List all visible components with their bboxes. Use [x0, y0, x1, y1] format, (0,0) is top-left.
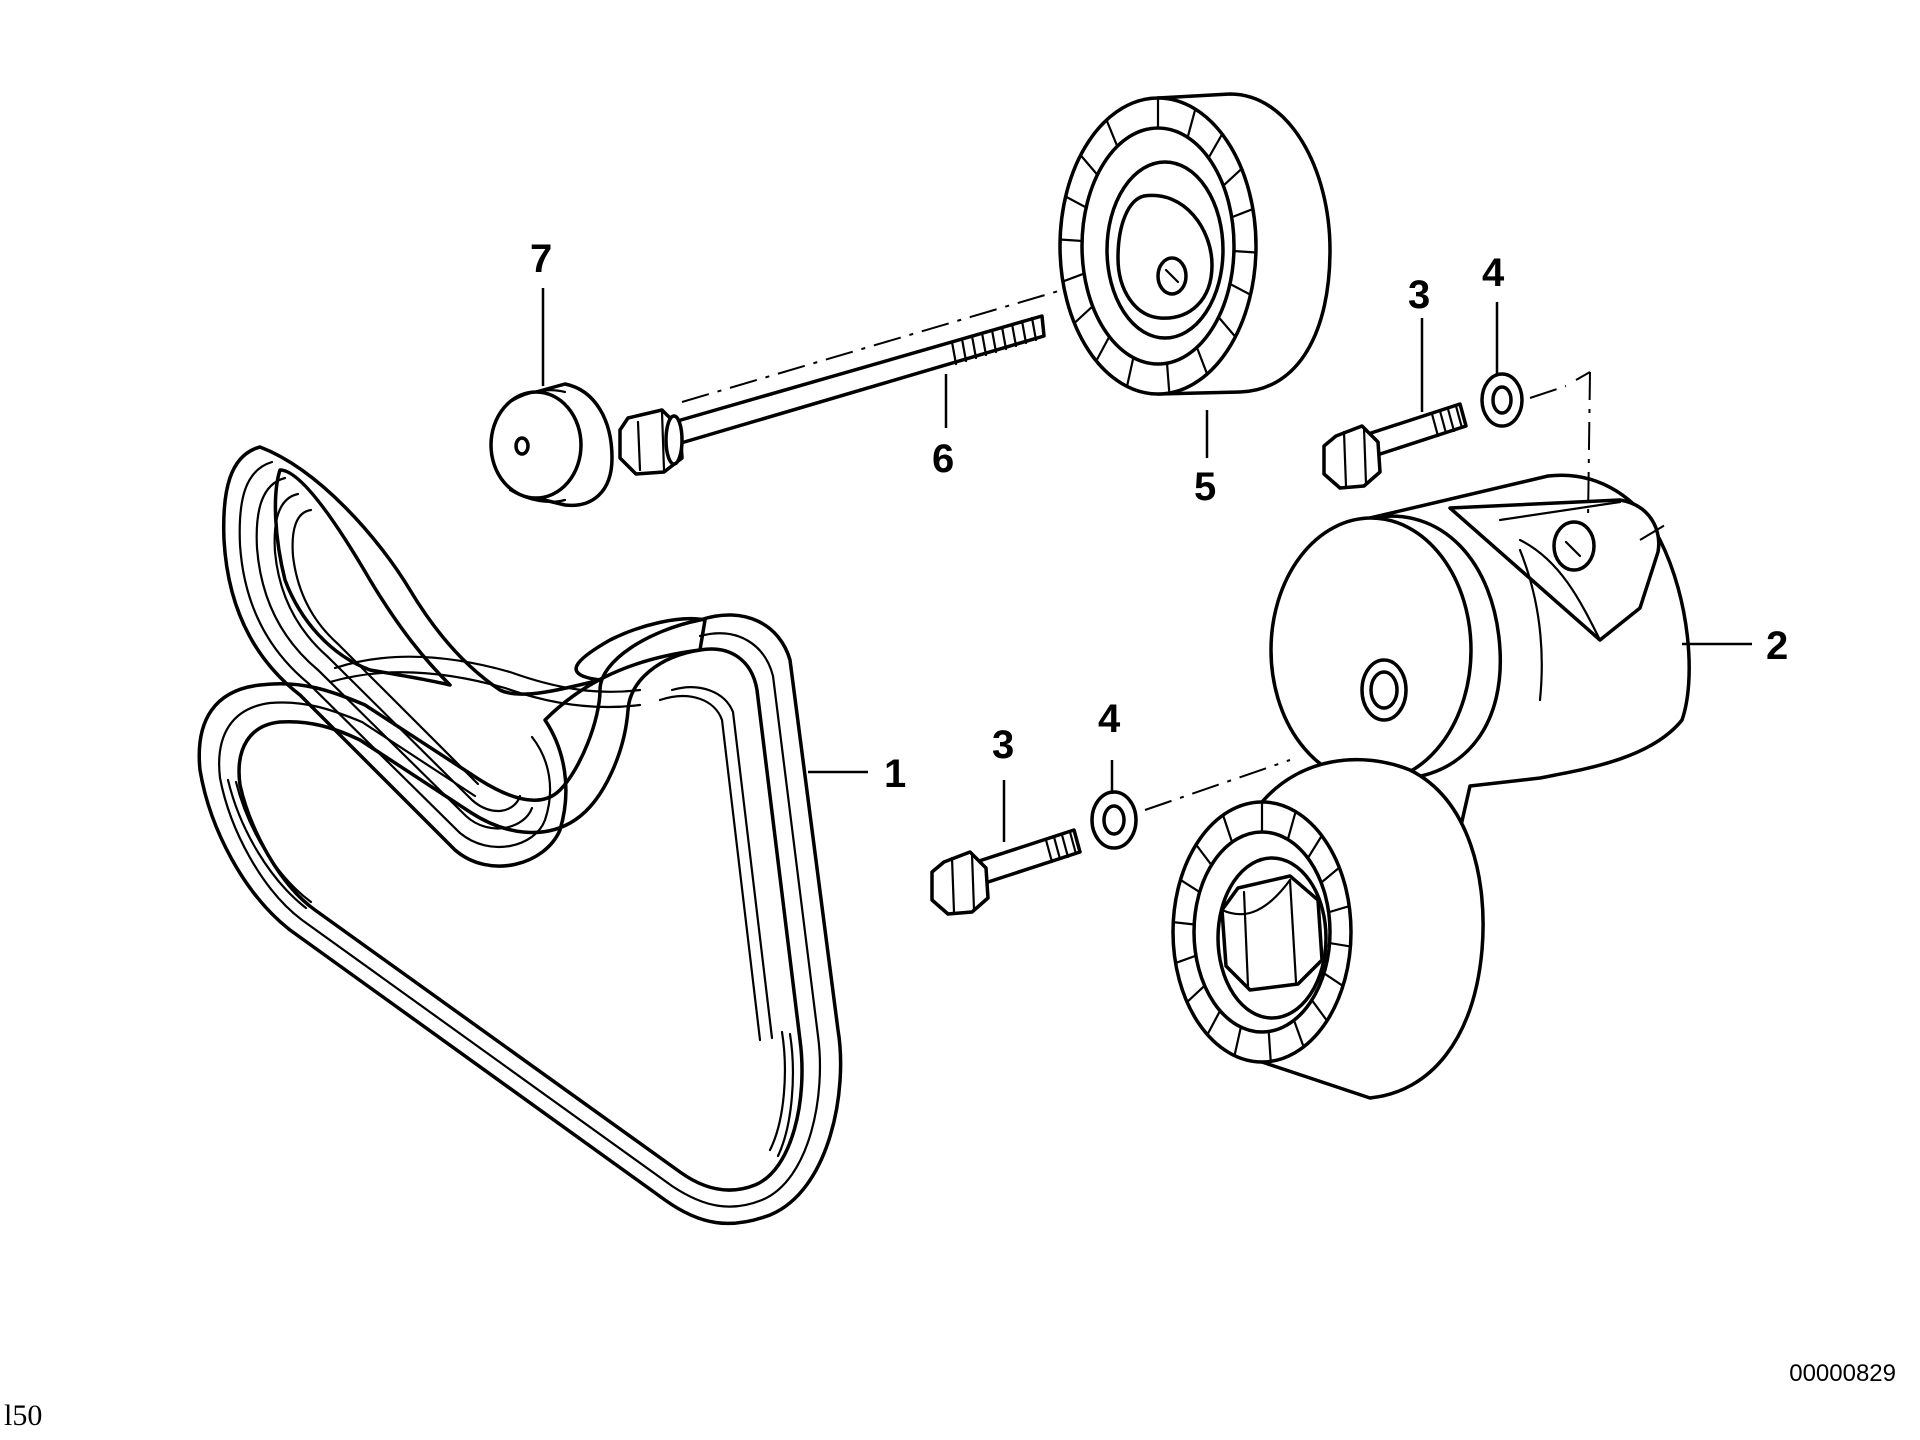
drawing-number: 00000829	[1789, 1360, 1896, 1387]
callout-1: 1	[884, 752, 906, 796]
callout-2: 2	[1766, 624, 1788, 668]
tensioner-pulley-lower	[1171, 757, 1485, 1100]
long-bolt	[618, 314, 1046, 476]
washer-lower	[1090, 790, 1138, 850]
assembly-centerlines	[681, 289, 1671, 811]
callout-3-lower: 3	[992, 723, 1014, 767]
bolt-lower	[930, 828, 1082, 916]
idler-pulley-upper	[1058, 92, 1332, 396]
callout-5: 5	[1194, 465, 1216, 509]
callout-7: 7	[530, 237, 552, 281]
callout-3-upper: 3	[1408, 273, 1430, 317]
leader-lines	[541, 288, 1752, 842]
callout-labels: 1 2 3 4 3 4 5 6 7	[530, 237, 1788, 796]
ribbed-v-belt	[197, 445, 843, 1226]
callout-4-lower: 4	[1098, 697, 1121, 741]
callout-4-upper: 4	[1482, 251, 1505, 295]
washer-upper	[1480, 372, 1524, 428]
belt-tensioner	[1269, 473, 1691, 846]
dust-cap	[489, 382, 614, 508]
callout-6: 6	[932, 437, 954, 481]
corner-mark: l50	[4, 1399, 42, 1432]
bolt-upper	[1322, 402, 1468, 490]
